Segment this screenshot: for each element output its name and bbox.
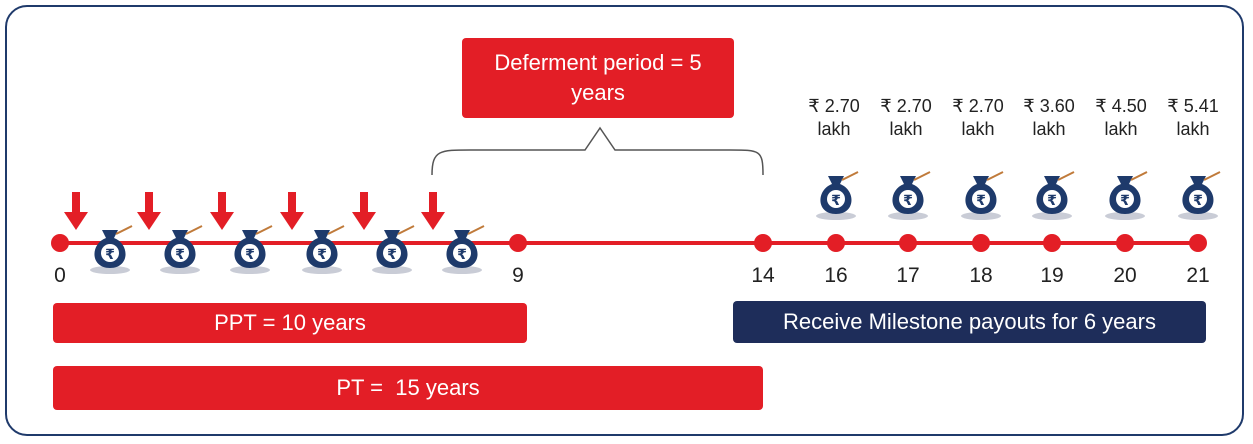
svg-text:₹: ₹ xyxy=(105,247,115,263)
svg-text:₹: ₹ xyxy=(831,193,841,209)
payout-amount: ₹ 2.70 xyxy=(952,96,1004,116)
money-bag-icon: ₹ xyxy=(90,225,133,274)
payout-amount: ₹ 5.41 xyxy=(1167,96,1219,116)
svg-text:₹: ₹ xyxy=(903,193,913,209)
timeline-dot xyxy=(827,234,845,252)
svg-text:₹: ₹ xyxy=(387,247,397,263)
premium-arrow-icon xyxy=(421,192,445,230)
pt-bar: PT = 15 years xyxy=(53,366,763,410)
money-bag-icon: ₹ xyxy=(442,225,485,274)
money-bag-icon: ₹ xyxy=(888,171,931,220)
timeline-tick-label: 21 xyxy=(1186,264,1210,287)
money-bag-icon: ₹ xyxy=(1032,171,1075,220)
money-bag-icon: ₹ xyxy=(1105,171,1148,220)
timeline-tick-label: 0 xyxy=(54,264,66,287)
payout-unit: lakh xyxy=(1032,119,1066,139)
ppt-bar: PPT = 10 years xyxy=(53,303,527,343)
timeline-tick-label: 16 xyxy=(824,264,848,287)
payout-amount-label: ₹ 5.41 lakh xyxy=(1157,95,1229,141)
timeline-dot xyxy=(51,234,69,252)
svg-text:₹: ₹ xyxy=(317,247,327,263)
payout-amount-label: ₹ 2.70 lakh xyxy=(870,95,942,141)
payout-amount-label: ₹ 3.60 lakh xyxy=(1013,95,1085,141)
svg-text:₹: ₹ xyxy=(457,247,467,263)
ppt-label: PPT = 10 years xyxy=(214,310,366,335)
svg-text:₹: ₹ xyxy=(1193,193,1203,209)
payout-amount-label: ₹ 2.70 lakh xyxy=(798,95,870,141)
payout-unit: lakh xyxy=(1104,119,1138,139)
svg-text:₹: ₹ xyxy=(245,247,255,263)
pt-label: PT = 15 years xyxy=(336,375,480,400)
timeline-tick-label: 17 xyxy=(896,264,920,287)
money-bag-icon: ₹ xyxy=(372,225,415,274)
premium-arrow-icon xyxy=(210,192,234,230)
deferment-period-label: Deferment period = 5 years xyxy=(494,50,702,105)
deferment-period-box: Deferment period = 5 years xyxy=(462,38,734,118)
timeline-tick-label: 20 xyxy=(1113,264,1137,287)
timeline-dot xyxy=(754,234,772,252)
svg-text:₹: ₹ xyxy=(1047,193,1057,209)
payout-unit: lakh xyxy=(817,119,851,139)
payout-unit: lakh xyxy=(1176,119,1210,139)
payout-amount: ₹ 2.70 xyxy=(808,96,860,116)
money-bag-icon: ₹ xyxy=(961,171,1004,220)
timeline-dot xyxy=(1116,234,1134,252)
payout-bar: Receive Milestone payouts for 6 years xyxy=(733,301,1206,343)
money-bag-icon: ₹ xyxy=(160,225,203,274)
payout-unit: lakh xyxy=(961,119,995,139)
premium-arrow-icon xyxy=(280,192,304,230)
payout-amount: ₹ 4.50 xyxy=(1095,96,1147,116)
money-bag-icon: ₹ xyxy=(816,171,859,220)
payout-amount-label: ₹ 4.50 lakh xyxy=(1085,95,1157,141)
timeline-dot xyxy=(1189,234,1207,252)
svg-text:₹: ₹ xyxy=(175,247,185,263)
timeline-dot xyxy=(1043,234,1061,252)
timeline-tick-label: 18 xyxy=(969,264,993,287)
money-bag-icon: ₹ xyxy=(302,225,345,274)
deferment-bracket xyxy=(431,126,764,176)
timeline-dot xyxy=(972,234,990,252)
svg-text:₹: ₹ xyxy=(976,193,986,209)
premium-arrow-icon xyxy=(352,192,376,230)
timeline-tick-label: 14 xyxy=(751,264,775,287)
payout-label: Receive Milestone payouts for 6 years xyxy=(783,309,1156,334)
timeline-tick-label: 9 xyxy=(512,264,524,287)
timeline-tick-label: 19 xyxy=(1040,264,1064,287)
premium-arrow-icon xyxy=(64,192,88,230)
premium-arrow-icon xyxy=(137,192,161,230)
payout-amount: ₹ 3.60 xyxy=(1023,96,1075,116)
payout-amount-label: ₹ 2.70 lakh xyxy=(942,95,1014,141)
svg-text:₹: ₹ xyxy=(1120,193,1130,209)
money-bag-icon: ₹ xyxy=(1178,171,1221,220)
timeline-dot xyxy=(899,234,917,252)
payout-unit: lakh xyxy=(889,119,923,139)
payout-amount: ₹ 2.70 xyxy=(880,96,932,116)
money-bag-icon: ₹ xyxy=(230,225,273,274)
timeline-dot xyxy=(509,234,527,252)
